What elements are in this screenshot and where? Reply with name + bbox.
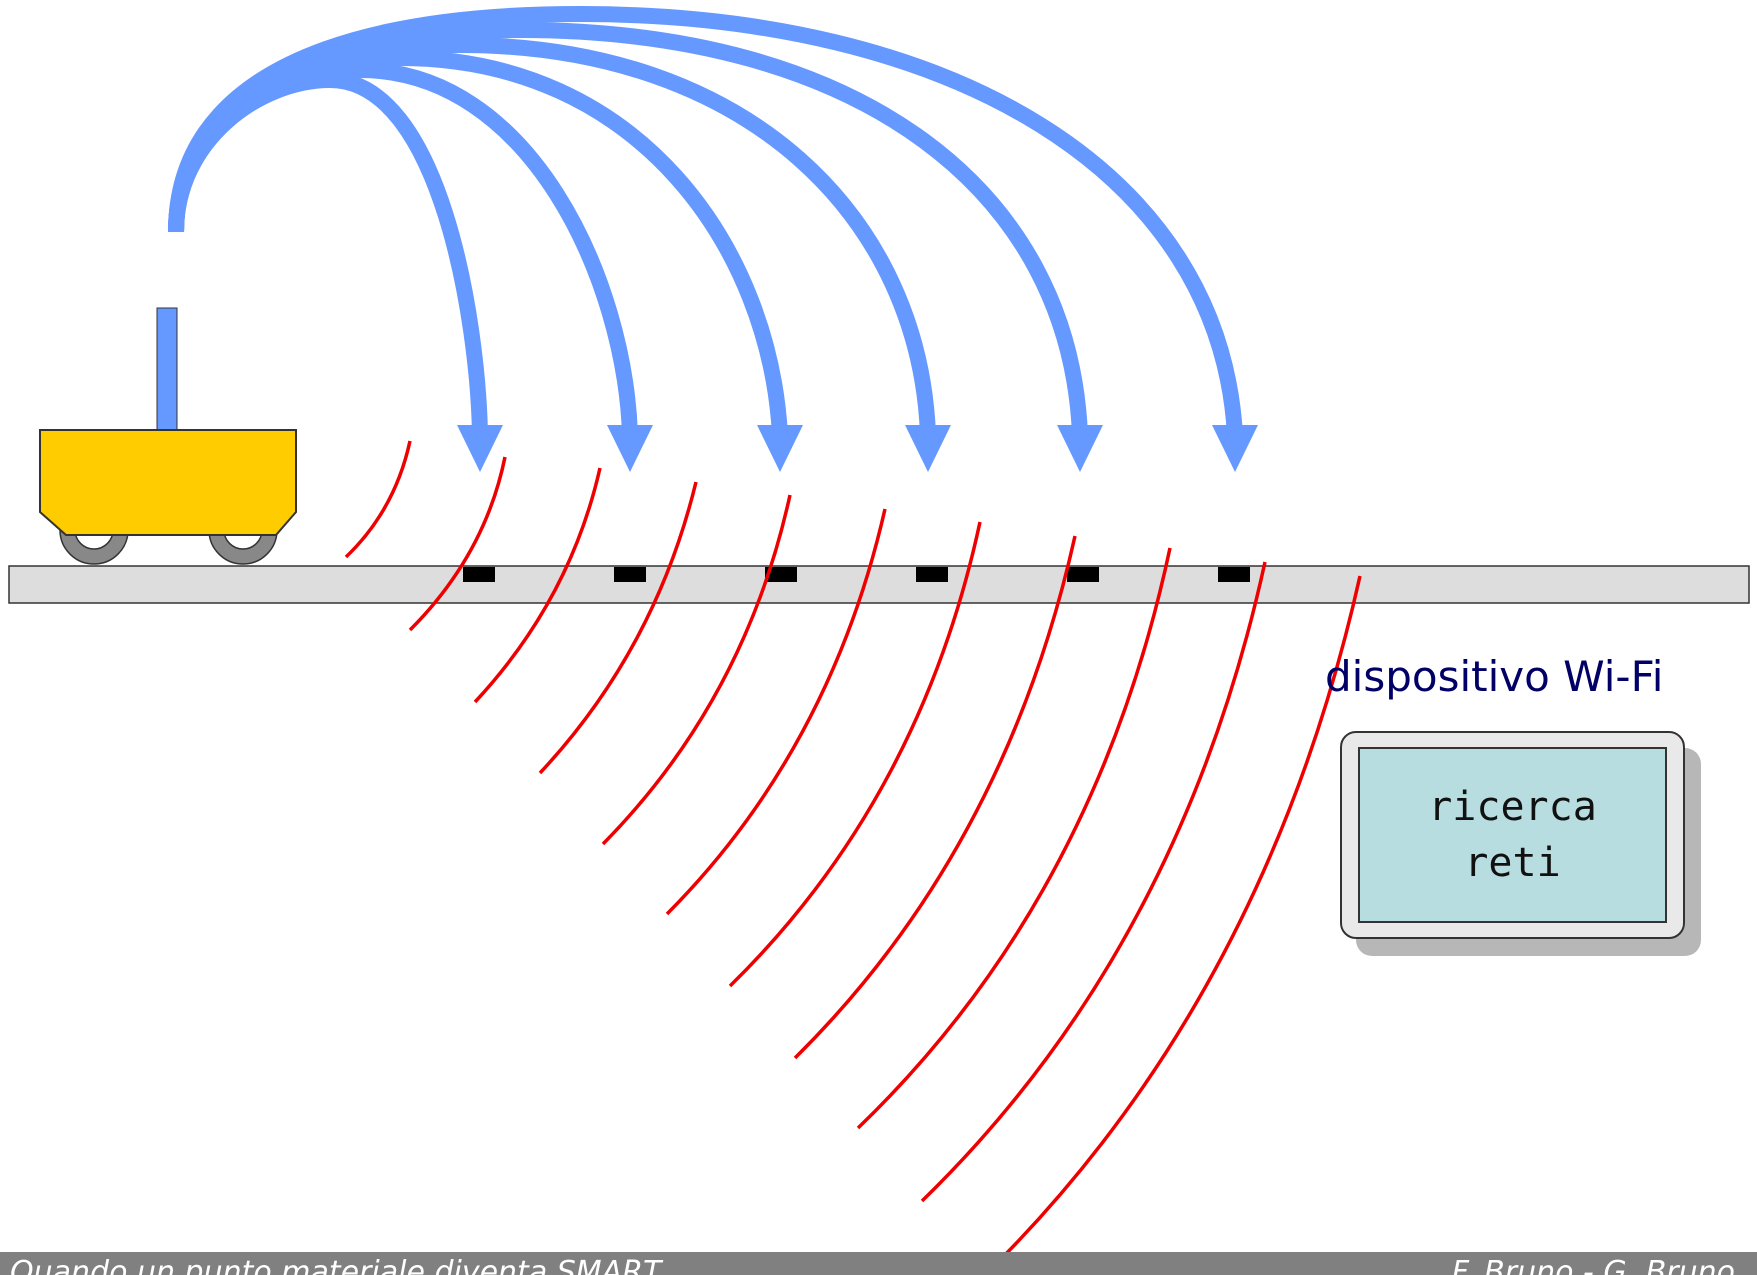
arrow-head-icon xyxy=(457,425,503,472)
tag-marker-icon xyxy=(1067,567,1099,582)
tag-marker-icon xyxy=(916,567,948,582)
wave-arc-icon xyxy=(601,494,792,846)
wave-arc-icon xyxy=(344,440,412,559)
wave-arc-icon xyxy=(665,508,887,916)
tag-markers xyxy=(463,567,1250,582)
arrow-head-icon xyxy=(1212,425,1258,472)
wave-arc-icon xyxy=(473,467,602,704)
wave-arc-icon xyxy=(408,456,507,632)
arrow-head-icon xyxy=(757,425,803,472)
arrow-head-icon xyxy=(607,425,653,472)
tag-marker-icon xyxy=(463,567,495,582)
wave-arc-icon xyxy=(856,547,1172,1130)
tag-marker-icon xyxy=(1218,567,1250,582)
tablet-icon: ricerca reti xyxy=(1340,731,1685,939)
signal-arrows xyxy=(168,5,1243,436)
tag-marker-icon xyxy=(614,567,646,582)
antenna-icon xyxy=(156,307,178,433)
footer-authors: F. Bruno - G. Bruno xyxy=(1451,1255,1735,1275)
arrow-heads xyxy=(457,425,1258,472)
signal-arrow-icon xyxy=(168,36,936,436)
device-screen: ricerca reti xyxy=(1358,747,1667,923)
signal-arrow-icon xyxy=(168,5,1243,436)
cart-icon xyxy=(39,307,297,565)
wave-arc-icon xyxy=(793,535,1077,1060)
wave-arc-icon xyxy=(920,561,1267,1203)
arrow-head-icon xyxy=(1057,425,1103,472)
tag-marker-icon xyxy=(765,567,797,582)
wave-arc-icon xyxy=(538,481,698,775)
footer-title: Quando un punto materiale diventa SMART xyxy=(10,1255,662,1275)
device-label: dispositivo Wi-Fi xyxy=(1325,652,1664,701)
screen-text-line2: reti xyxy=(1464,840,1561,886)
wave-arc-icon xyxy=(983,575,1362,1275)
cart-body xyxy=(39,429,297,536)
rail-track xyxy=(8,565,1750,604)
arrow-head-icon xyxy=(905,425,951,472)
wave-arc-icon xyxy=(728,521,982,988)
footer-bar: Quando un punto materiale diventa SMART … xyxy=(0,1252,1757,1275)
screen-text-line1: ricerca xyxy=(1428,784,1597,830)
wave-arcs xyxy=(344,440,1362,1275)
